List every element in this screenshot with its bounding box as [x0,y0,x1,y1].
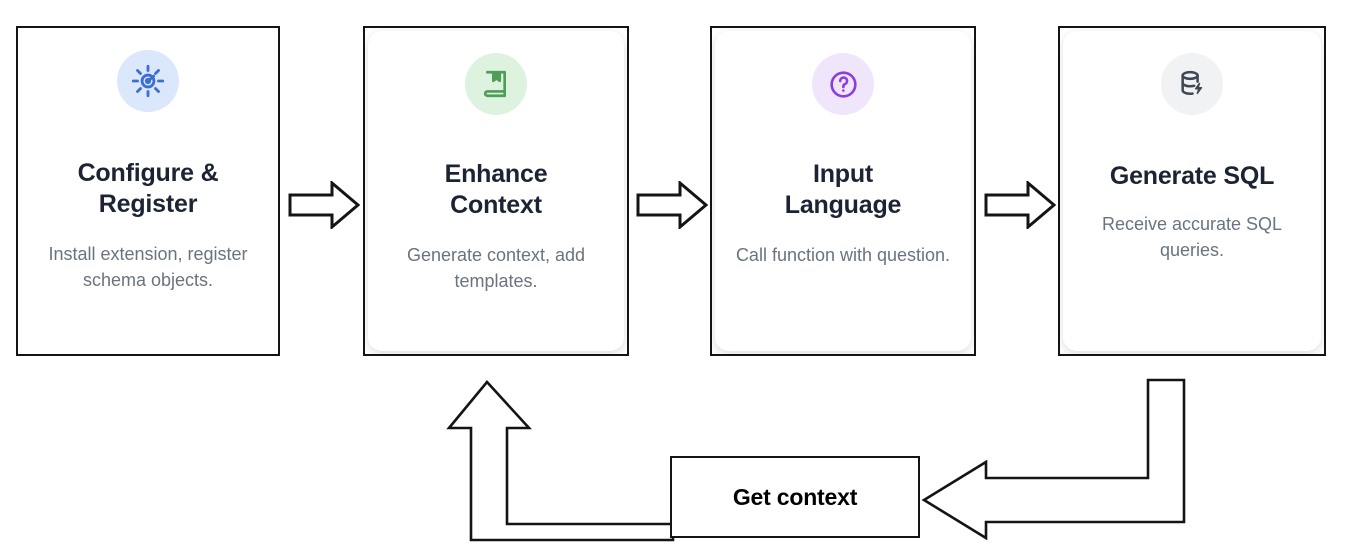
step-card-inner: Input Language Call function with questi… [715,31,971,351]
feedback-arrow-right [918,374,1198,544]
gear-icon [117,50,179,112]
step-description: Install extension, register schema objec… [48,244,248,290]
step-title-line-1: Generate SQL [1109,162,1275,190]
arrow-step3-to-step4 [984,181,1056,229]
step-card-inner: Configure & Register Install extension, … [18,28,278,354]
step-card-input-language[interactable]: Input Language Call function with questi… [710,26,976,356]
step-title-line-1: Enhance [444,160,548,188]
question-circle-icon [812,53,874,115]
step-title: Enhance Context [433,159,560,221]
arrow-step1-to-step2 [288,181,360,229]
step-description: Receive accurate SQL queries. [1101,214,1283,260]
step-description: Call function with question. [735,245,951,265]
step-title-line-2: Register [98,190,198,218]
get-context-label: Get context [732,483,858,510]
step-title: Input Language [773,159,913,221]
database-bolt-icon [1161,53,1223,115]
feedback-arrow-left [445,374,685,544]
step-title-line-1: Input [812,160,874,188]
step-card-inner: Generate SQL Receive accurate SQL querie… [1063,31,1321,351]
step-title: Generate SQL [1098,161,1286,192]
step-card-enhance-context[interactable]: Enhance Context Generate context, add te… [363,26,629,356]
step-description: Generate context, add templates. [406,245,586,291]
book-bookmark-icon [465,53,527,115]
step-title-line-2: Language [784,191,902,219]
step-title-line-1: Configure & [77,159,219,187]
get-context-box[interactable]: Get context [670,456,920,538]
arrow-step2-to-step3 [636,181,708,229]
step-card-configure-register[interactable]: Configure & Register Install extension, … [16,26,280,356]
step-card-inner: Enhance Context Generate context, add te… [368,31,624,351]
step-title: Configure & Register [66,158,231,220]
step-card-generate-sql[interactable]: Generate SQL Receive accurate SQL querie… [1058,26,1326,356]
step-title-line-2: Context [450,191,542,219]
